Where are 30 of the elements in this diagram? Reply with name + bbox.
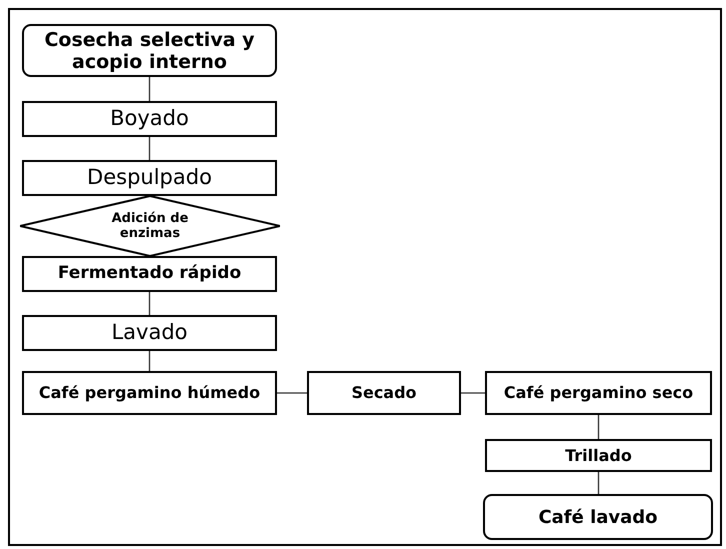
node-label: Lavado (111, 319, 188, 346)
node-label: Despulpado (87, 164, 212, 192)
connector-line (598, 415, 600, 439)
process-box (22, 160, 277, 196)
node-label: Café pergamino seco (504, 384, 694, 402)
process-box (22, 101, 277, 137)
node-label: Secado (351, 382, 417, 404)
process-box (485, 439, 712, 472)
process-box (22, 256, 277, 292)
node-label: Adición de enzimas (110, 211, 190, 241)
process-box (485, 371, 712, 415)
node-label: Fermentado rápido (58, 262, 242, 286)
connector-line (148, 292, 150, 315)
node-label: Trillado (565, 444, 632, 466)
end-box (483, 494, 713, 540)
node-label: Café pergamino húmedo (38, 384, 260, 402)
connector-line (461, 392, 485, 394)
connector-line (148, 137, 150, 160)
connector-line (277, 392, 307, 394)
connector-line (148, 351, 150, 371)
node-label: Cosecha selectiva y acopio interno (43, 28, 256, 72)
process-box (22, 315, 277, 351)
node-label: Café lavado (538, 506, 658, 530)
process-box (307, 371, 461, 415)
connector-line (598, 472, 600, 494)
decision-diamond (20, 196, 280, 256)
connector-line (148, 77, 150, 101)
node-label: Boyado (110, 105, 189, 132)
start-box (22, 24, 277, 77)
process-box (22, 371, 277, 415)
